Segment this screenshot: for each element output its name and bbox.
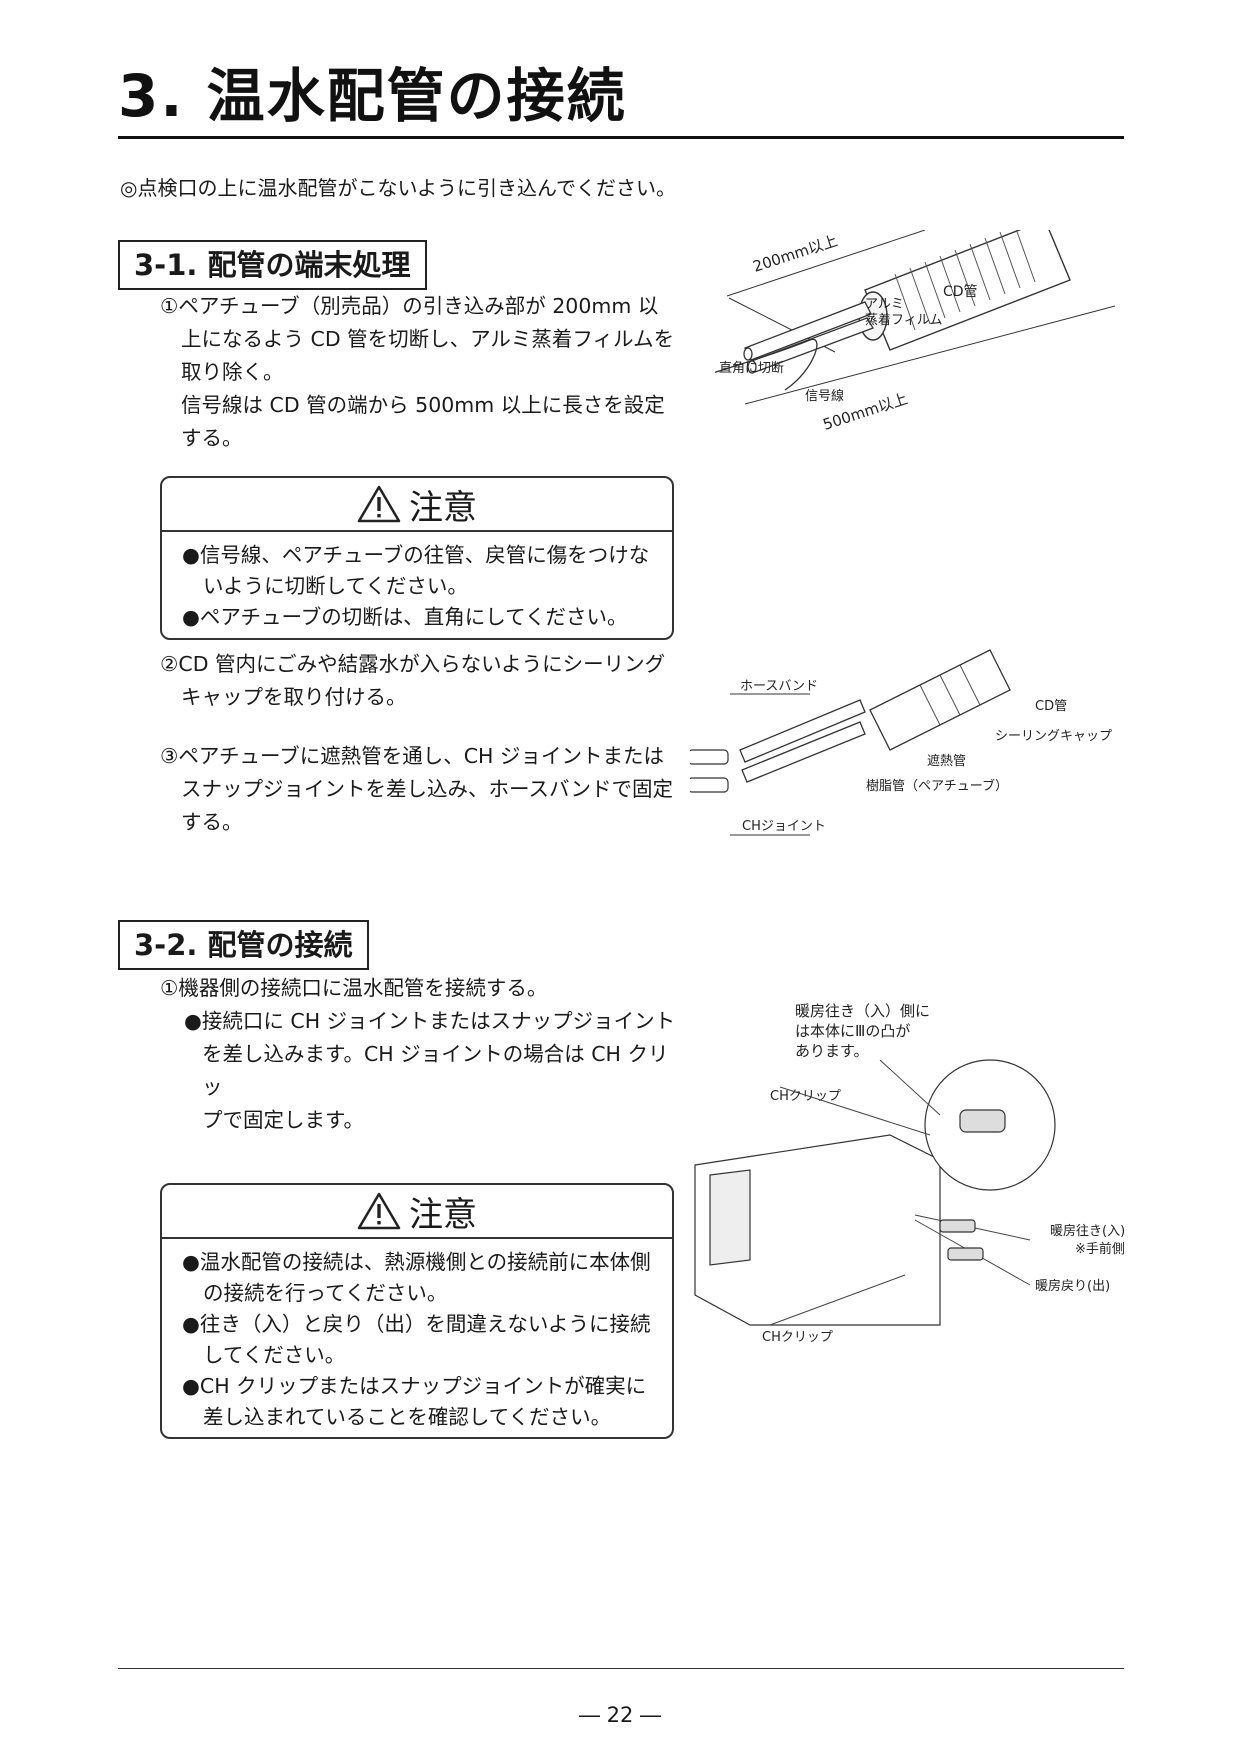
warning-icon bbox=[357, 1192, 401, 1230]
section1-step2: ②CD 管内にごみや結露水が入らないようにシーリング キャップを取り付ける。 bbox=[160, 648, 680, 714]
figure-unit-connection: 暖房往き（入）側に は本体にⅢの凸が あります。 CHクリップ CHクリップ 暖… bbox=[694, 1002, 1125, 1345]
section2-step1-line: ①機器側の接続口に温水配管を接続する。 bbox=[160, 976, 548, 1000]
section2-bullet-line: を差し込みます。CH ジョイントの場合は CH クリッ bbox=[202, 1042, 669, 1099]
step1-line: する。 bbox=[181, 426, 243, 450]
warning-icon bbox=[357, 485, 401, 523]
fig3-label-supply: 暖房往き(入) bbox=[1050, 1223, 1125, 1239]
fig1-label-cd-pipe: CD管 bbox=[943, 284, 978, 300]
caution-item: ●CH クリップまたはスナップジョイントが確実に bbox=[182, 1374, 647, 1398]
caution-body: ●温水配管の接続は、熱源機側との接続前に本体側 の接続を行ってください。 ●往き… bbox=[162, 1239, 672, 1441]
figure-pipe-end-processing: 200mm以上 500mm以上 CD管 アルミ 蒸着フィルム 直角に切断 信号線 bbox=[715, 230, 1116, 434]
section2-step1: ①機器側の接続口に温水配管を接続する。 ●接続口に CH ジョイントまたはスナッ… bbox=[160, 972, 680, 1137]
fig3-label-front-note: ※手前側 bbox=[1075, 1241, 1125, 1257]
fig1-label-200mm: 200mm以上 bbox=[751, 232, 840, 276]
fig2-label-resin-pipe: 樹脂管（ペアチューブ） bbox=[866, 778, 1008, 794]
page-number: ― 22 ― bbox=[578, 1703, 662, 1727]
section-heading-3-1: 3-1. 配管の端末処理 bbox=[118, 240, 427, 290]
fig1-label-signal: 信号線 bbox=[805, 388, 844, 404]
caution-item: ●温水配管の接続は、熱源機側との接続前に本体側 bbox=[182, 1250, 651, 1274]
fig3-label-return: 暖房戻り(出) bbox=[1035, 1278, 1110, 1294]
section1-step3: ③ペアチューブに遮熱管を通し、CH ジョイントまたは スナップジョイントを差し込… bbox=[160, 740, 680, 839]
section-heading-3-2: 3-2. 配管の接続 bbox=[118, 920, 369, 970]
caution-header: 注意 bbox=[162, 478, 672, 532]
title-rule bbox=[118, 136, 1124, 139]
fig3-note-2: は本体にⅢの凸が bbox=[795, 1022, 910, 1040]
caution-item: してください。 bbox=[203, 1343, 346, 1367]
caution-item: の接続を行ってください。 bbox=[203, 1281, 448, 1305]
caution-item: 差し込まれていることを確認してください。 bbox=[203, 1405, 612, 1429]
footer-rule bbox=[118, 1668, 1124, 1669]
section2-bullet-line: ●接続口に CH ジョイントまたはスナップジョイント bbox=[184, 1009, 676, 1033]
caution-item: いように切断してください。 bbox=[203, 574, 468, 598]
step1-line: 信号線は CD 管の端から 500mm 以上に長さを設定 bbox=[181, 393, 665, 417]
caution-title: 注意 bbox=[409, 487, 477, 528]
fig1-label-film-1: アルミ bbox=[865, 297, 904, 312]
step3-line: スナップジョイントを差し込み、ホースバンドで固定 bbox=[181, 777, 673, 801]
step1-line: ①ペアチューブ（別売品）の引き込み部が 200mm 以 bbox=[160, 294, 659, 318]
fig2-label-sealing-cap: シーリングキャップ bbox=[995, 729, 1112, 744]
caution-box-2: 注意 ●温水配管の接続は、熱源機側との接続前に本体側 の接続を行ってください。 … bbox=[160, 1183, 674, 1439]
caution-box-1: 注意 ●信号線、ペアチューブの往管、戻管に傷をつけな いように切断してください。… bbox=[160, 476, 674, 640]
caution-header: 注意 bbox=[162, 1185, 672, 1239]
fig2-label-ch-joint: CHジョイント bbox=[742, 819, 826, 834]
step1-line: 取り除く。 bbox=[181, 360, 284, 384]
intro-note: ◎点検口の上に温水配管がこないように引き込んでください。 bbox=[120, 176, 677, 200]
step3-line: ③ペアチューブに遮熱管を通し、CH ジョイントまたは bbox=[160, 744, 664, 768]
caution-title: 注意 bbox=[409, 1194, 477, 1235]
fig2-label-cd-pipe: CD管 bbox=[1035, 699, 1067, 714]
fig3-label-ch-clip-bottom: CHクリップ bbox=[762, 1330, 833, 1345]
caution-item: ●信号線、ペアチューブの往管、戻管に傷をつけな bbox=[182, 543, 650, 567]
caution-item: ●ペアチューブの切断は、直角にしてください。 bbox=[182, 605, 628, 629]
fig2-label-hose-band: ホースバンド bbox=[740, 679, 818, 694]
step1-line: 上になるよう CD 管を切断し、アルミ蒸着フィルムを bbox=[181, 327, 675, 351]
caution-item: ●往き（入）と戻り（出）を間違えないように接続 bbox=[182, 1312, 651, 1336]
fig1-label-film-2: 蒸着フィルム bbox=[865, 312, 942, 328]
step3-line: する。 bbox=[181, 810, 243, 834]
fig1-label-cut: 直角に切断 bbox=[719, 361, 784, 376]
fig3-label-ch-clip-top: CHクリップ bbox=[770, 1089, 841, 1104]
caution-body: ●信号線、ペアチューブの往管、戻管に傷をつけな いように切断してください。 ●ペ… bbox=[162, 532, 672, 641]
fig2-label-heat-pipe: 遮熱管 bbox=[927, 753, 966, 769]
fig3-note-1: 暖房往き（入）側に bbox=[795, 1002, 930, 1020]
figure-joint-assembly: ホースバンド CD管 シーリングキャップ 遮熱管 樹脂管（ペアチューブ） CHジ… bbox=[690, 649, 1112, 836]
step2-line: ②CD 管内にごみや結露水が入らないようにシーリング bbox=[160, 652, 666, 676]
section1-step1: ①ペアチューブ（別売品）の引き込み部が 200mm 以 上になるよう CD 管を… bbox=[160, 290, 680, 455]
section2-bullet-line: プで固定します。 bbox=[202, 1108, 364, 1132]
page-title: 3. 温水配管の接続 bbox=[118, 62, 627, 130]
fig3-note-3: あります。 bbox=[795, 1042, 869, 1060]
step2-line: キャップを取り付ける。 bbox=[181, 685, 407, 709]
